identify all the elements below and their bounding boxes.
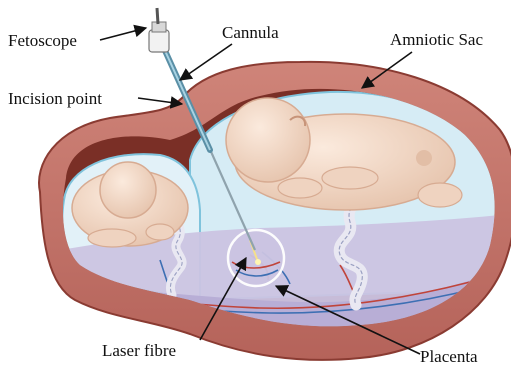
label-placenta: Placenta — [420, 347, 478, 366]
fetoscope-tip — [157, 8, 158, 24]
arrow-fetoscope — [100, 28, 146, 40]
fetoscope-hub — [149, 30, 169, 52]
label-laser-fibre: Laser fibre — [102, 341, 176, 360]
label-cannula: Cannula — [222, 23, 279, 42]
arrow-incision-point — [138, 98, 182, 104]
label-incision-point: Incision point — [8, 89, 102, 108]
label-fetoscope: Fetoscope — [8, 31, 77, 50]
label-amniotic-sac: Amniotic Sac — [390, 30, 483, 49]
magnified-view — [228, 230, 284, 286]
